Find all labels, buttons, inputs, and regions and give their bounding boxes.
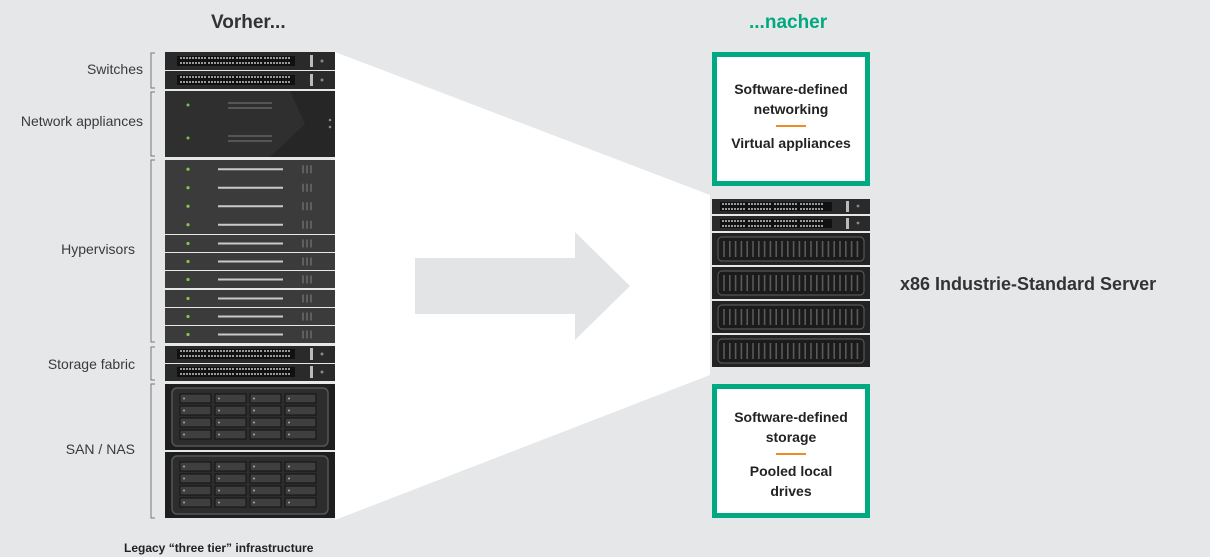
legacy-rack	[165, 52, 335, 518]
label-network-appliances: Network appliances	[20, 113, 143, 129]
hypervisor-unit-4	[165, 290, 335, 307]
storage-line4: drives	[770, 483, 812, 499]
after-header: ...nacher	[749, 12, 828, 33]
bracket-switches	[150, 52, 155, 89]
legacy-caption: Legacy “three tier” infrastructure	[124, 541, 314, 555]
hypervisor-unit-5	[165, 308, 335, 325]
label-san-nas: SAN / NAS	[65, 441, 135, 457]
hypervisor-unit-6	[165, 326, 335, 343]
hci-switch-top	[712, 199, 870, 214]
san-nas-shelf-1	[165, 384, 335, 450]
hci-server-3	[712, 301, 870, 333]
storage-fabric-unit-bottom	[165, 364, 335, 381]
legacy-brackets	[150, 52, 155, 519]
storage-line3: Pooled local	[749, 463, 833, 479]
hypervisor-unit-2	[165, 253, 335, 270]
switch-unit-top	[165, 52, 335, 70]
label-switches: Switches	[86, 61, 143, 77]
transition-arrow	[415, 232, 630, 340]
server-label: x86 Industrie-Standard Server	[900, 274, 1157, 294]
bracket-san-nas	[150, 383, 155, 519]
hci-rack	[712, 199, 870, 367]
network-appliance-unit	[165, 91, 335, 157]
hypervisor-unit-3	[165, 271, 335, 288]
hci-server-1	[712, 233, 870, 265]
bracket-hypervisors	[150, 159, 155, 343]
storage-box: Software-defined storage Pooled local dr…	[712, 384, 870, 518]
storage-line2: storage	[765, 429, 817, 445]
san-nas-units	[165, 384, 335, 518]
networking-line2: networking	[753, 101, 829, 117]
hypervisor-unit-1	[165, 235, 335, 252]
san-nas-shelf-2	[165, 452, 335, 518]
hci-server-2	[712, 267, 870, 299]
bracket-storage-fabric	[150, 346, 155, 381]
label-storage-fabric: Storage fabric	[47, 356, 135, 372]
before-header: Vorher...	[211, 12, 286, 33]
hci-server-4	[712, 335, 870, 367]
bracket-network-appliances	[150, 91, 155, 157]
networking-line1: Software-defined	[734, 81, 848, 97]
hypervisor-unit-large	[165, 160, 335, 234]
storage-fabric-unit-top	[165, 346, 335, 363]
storage-divider	[776, 453, 806, 455]
networking-line3: Virtual appliances	[731, 135, 851, 151]
networking-box: Software-defined networking Virtual appl…	[712, 52, 870, 186]
storage-line1: Software-defined	[734, 409, 848, 425]
switch-unit-bottom	[165, 71, 335, 89]
hci-switch-bottom	[712, 216, 870, 231]
label-hypervisors: Hypervisors	[61, 241, 135, 257]
hypervisor-units	[165, 160, 335, 343]
networking-divider	[776, 125, 806, 127]
hci-server-units	[712, 233, 870, 367]
